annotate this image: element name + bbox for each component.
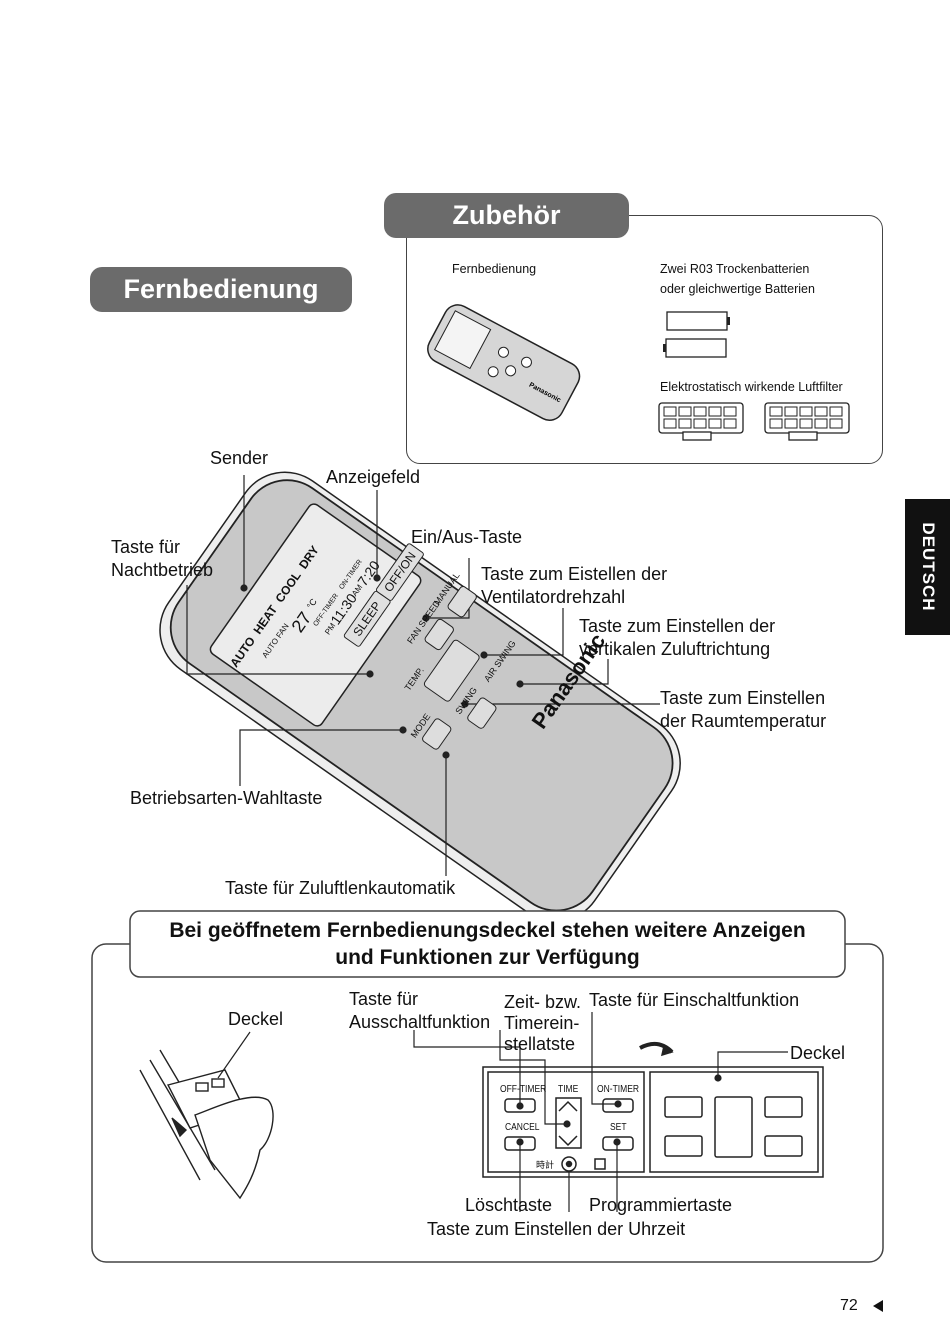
- label-einschalt: Taste für Einschaltfunktion: [589, 990, 800, 1010]
- panel-on-timer-label: ON-TIMER: [597, 1084, 640, 1095]
- accessory-batteries-line2: oder gleichwertige Batterien: [660, 282, 815, 296]
- hand-cover-illustration: [139, 1049, 274, 1200]
- accessory-remote-label: Fernbedienung: [452, 262, 537, 276]
- accessory-filter-label: Elektrostatisch wirkende Luftfilter: [660, 380, 843, 394]
- cover-section-title: Bei geöffnetem Fernbedienungsdeckel steh…: [130, 917, 845, 971]
- label-ausschalt-2: Ausschaltfunktion: [349, 1012, 491, 1032]
- label-ventilator-1: Taste zum Eistellen der: [481, 564, 668, 584]
- filter-icons: [658, 402, 850, 441]
- cover-section-title-box: [129, 910, 846, 978]
- label-raumtemp-1: Taste zum Einstellen: [660, 688, 826, 708]
- accessories-box: [406, 215, 883, 464]
- label-programmiertaste: Programmiertaste: [589, 1195, 733, 1215]
- language-tab: DEUTSCH: [905, 499, 950, 635]
- label-zeit-1: Zeit- bzw.: [504, 992, 582, 1012]
- page-number: 72: [840, 1297, 858, 1314]
- panel-time-label: TIME: [558, 1084, 579, 1095]
- panel-cancel-label: CANCEL: [505, 1122, 540, 1133]
- page-arrow-icon: [873, 1300, 883, 1312]
- label-ventilator-2: Ventilatordrehzahl: [481, 587, 626, 607]
- label-loeschtaste: Löschtaste: [465, 1195, 553, 1215]
- label-deckel-right: Deckel: [790, 1043, 846, 1063]
- label-raumtemp-2: der Raumtemperatur: [660, 711, 827, 731]
- leader-lines: [186, 475, 788, 1212]
- label-zeit-3: stellatste: [504, 1034, 576, 1054]
- cover-title-line2: und Funktionen zur Verfügung: [335, 946, 640, 969]
- label-vertikal-1: Taste zum Einstellen der: [579, 616, 776, 636]
- cover-title-line1: Bei geöffnetem Fernbedienungsdeckel steh…: [169, 919, 806, 942]
- label-zeit-2: Timerein-: [504, 1013, 580, 1033]
- small-remote-illustration: Panasonic: [427, 304, 581, 421]
- label-ein-aus: Ein/Aus-Taste: [411, 527, 523, 547]
- accessory-batteries-line1: Zwei R03 Trockenbatterien: [660, 262, 810, 276]
- panel-off-timer-label: OFF-TIMER: [500, 1084, 547, 1095]
- label-uhrzeit: Taste zum Einstellen der Uhrzeit: [427, 1219, 686, 1239]
- panel-illustration: [482, 1041, 824, 1178]
- remote-control-illustration: [159, 471, 681, 922]
- panel-clock-label: 時計: [536, 1160, 555, 1170]
- label-nachtbetrieb-2: Nachtbetrieb: [111, 560, 214, 580]
- label-nachtbetrieb-1: Taste für: [111, 537, 181, 557]
- heading-zubehoer: Zubehör: [384, 193, 629, 238]
- label-ausschalt-1: Taste für: [349, 989, 419, 1009]
- battery-icons: [663, 311, 730, 358]
- panel-set-label: SET: [610, 1122, 627, 1133]
- label-deckel-left: Deckel: [228, 1009, 284, 1029]
- label-betriebsarten: Betriebsarten-Wahltaste: [130, 788, 323, 808]
- label-anzeigefeld: Anzeigefeld: [326, 467, 421, 487]
- heading-fernbedienung: Fernbedienung: [90, 267, 352, 312]
- label-zuluftlenk: Taste für Zuluftlenkautomatik: [225, 878, 456, 898]
- label-vertikal-2: vertikalen Zuluftrichtung: [579, 639, 771, 659]
- label-sender: Sender: [210, 448, 269, 468]
